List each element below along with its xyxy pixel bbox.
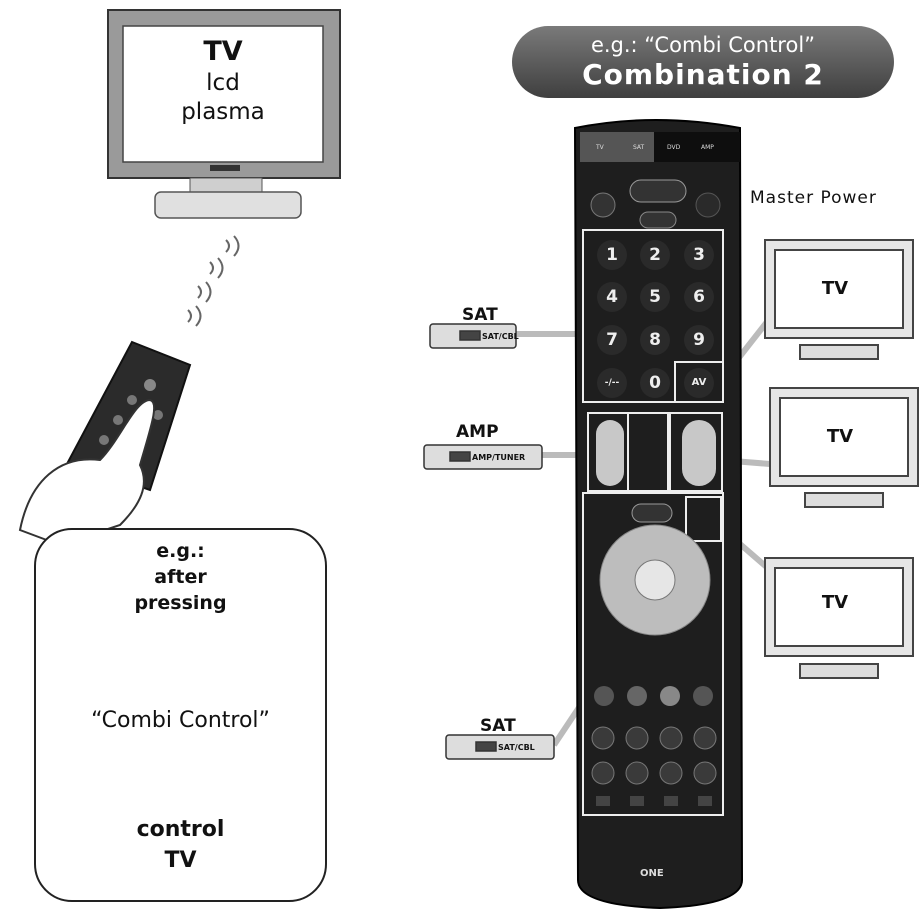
header-line1: e.g.: “Combi Control”	[590, 33, 816, 57]
mode-tab-tv: TV	[596, 144, 604, 151]
top-tv-graphic	[107, 9, 341, 219]
key-4: 4	[597, 282, 627, 312]
right-tvs-graphic	[764, 239, 919, 679]
top-tv-line1: lcd	[206, 70, 240, 96]
key-5: 5	[640, 282, 670, 312]
remote-graphic	[573, 119, 744, 910]
key-3: 3	[684, 240, 714, 270]
master-power-label: Master Power	[750, 188, 877, 208]
key-8: 8	[640, 325, 670, 355]
hand-holding-remote	[18, 340, 192, 547]
key-0: 0	[640, 368, 670, 398]
key-1: 1	[597, 240, 627, 270]
key-9: 9	[684, 325, 714, 355]
header-pill: e.g.: “Combi Control” Combination 2	[512, 26, 894, 98]
right-tv-2-label: TV	[826, 426, 854, 447]
key-7: 7	[597, 325, 627, 355]
info-pressing: pressing	[134, 592, 227, 614]
info-eg: e.g.:	[156, 540, 205, 562]
info-button-name: “Combi Control”	[91, 708, 270, 733]
ir-signal-icon	[187, 235, 240, 327]
info-target: TV	[164, 848, 197, 873]
info-control: control	[136, 817, 225, 842]
sat-top-label: SAT	[462, 305, 498, 325]
right-tv-3-label: TV	[821, 592, 849, 613]
mode-tab-amp: AMP	[701, 144, 714, 151]
top-tv-title: TV	[203, 36, 243, 67]
devices-graphic	[423, 323, 555, 760]
mode-tab-sat: SAT	[633, 144, 645, 151]
info-after: after	[154, 566, 207, 588]
key-av: AV	[684, 368, 714, 398]
header-line2: Combination 2	[582, 58, 824, 91]
remote-brand: ONE	[640, 868, 664, 879]
instruction-box: e.g.: after pressing “Combi Control” con…	[34, 528, 327, 902]
amp-tag: AMP/TUNER	[472, 453, 526, 462]
sat-bottom-label: SAT	[480, 716, 516, 736]
sat-top-tag: SAT/CBL	[482, 332, 519, 341]
right-tv-1-label: TV	[821, 278, 849, 299]
key-dash: -/--	[597, 368, 627, 398]
key-2: 2	[640, 240, 670, 270]
amp-label: AMP	[456, 422, 499, 442]
key-6: 6	[684, 282, 714, 312]
sat-bottom-tag: SAT/CBL	[498, 743, 535, 752]
top-tv-line2: plasma	[181, 99, 265, 125]
mode-tab-dvd: DVD	[667, 144, 681, 151]
